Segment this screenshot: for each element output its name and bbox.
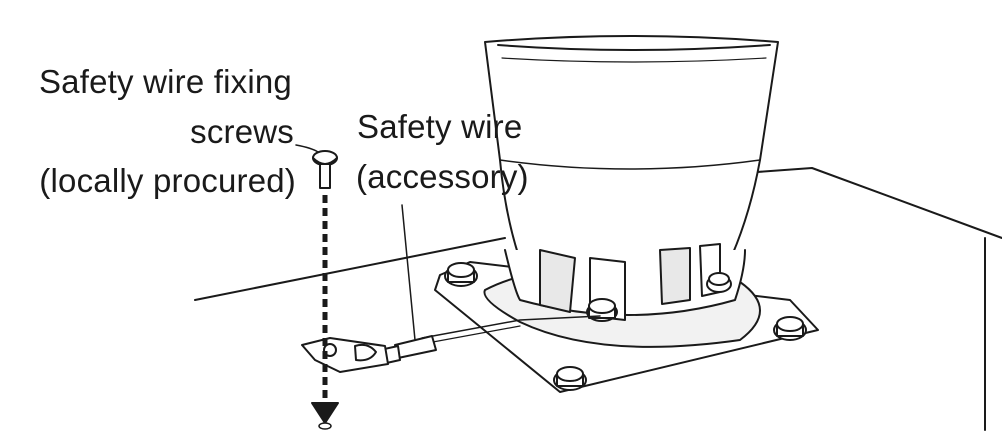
label-fixing-screws-line1: Safety wire fixing (38, 63, 292, 100)
label-safety-wire-line2: (accessory) (356, 158, 529, 195)
bolt-right (706, 272, 732, 293)
insertion-arrow (311, 195, 339, 430)
bolt-center (586, 298, 618, 322)
label-fixing-screws-line3: (locally procured) (39, 162, 296, 199)
mounting-box (194, 167, 1002, 431)
fixing-screw (295, 144, 338, 189)
bolt-far-right (773, 316, 807, 341)
camera-housing (484, 35, 779, 321)
label-fixing-screws-line2: screws (190, 113, 294, 150)
bolt-front-left (444, 262, 478, 287)
safety-wire (301, 204, 601, 373)
label-safety-wire-line1: Safety wire (357, 108, 523, 145)
bolt-bottom (553, 366, 587, 391)
